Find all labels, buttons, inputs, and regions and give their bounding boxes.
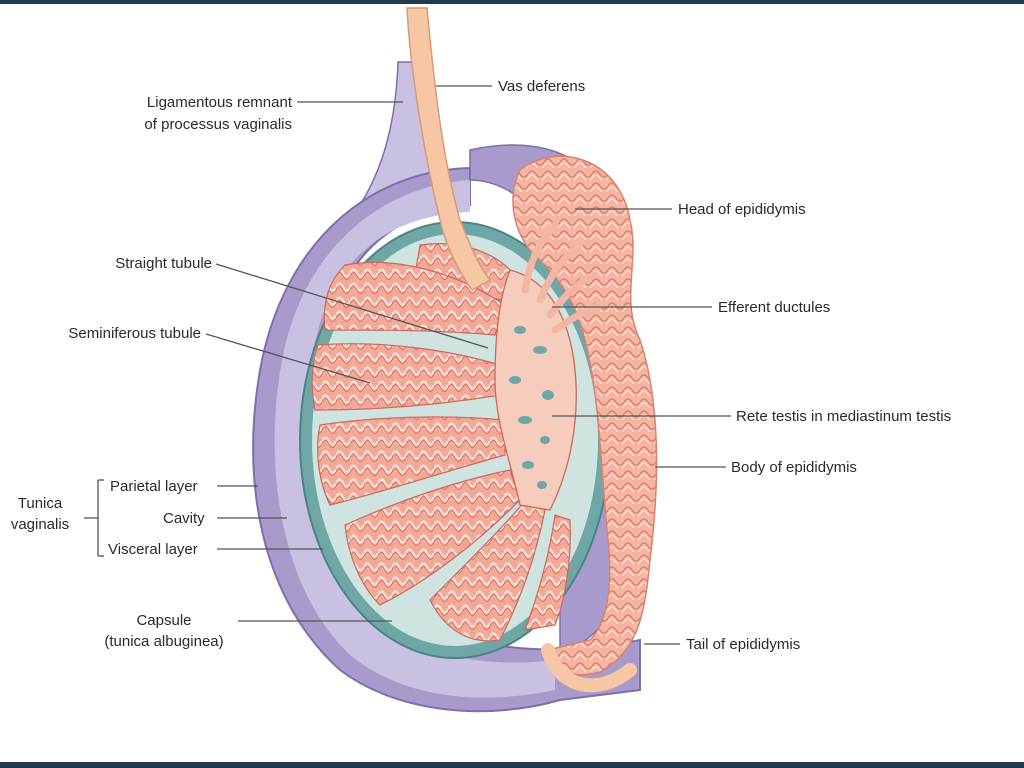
label-capsule-line1: Capsule [136,612,192,629]
epididymis [512,155,658,676]
leader-lines [84,85,731,645]
vas-deferens-tail-loop [541,643,637,693]
vas-deferens [406,7,492,291]
label-seminiferous-tubule: Seminiferous tubule [68,325,201,342]
label-cavity: Cavity [163,510,205,527]
label-vas-deferens: Vas deferens [498,78,586,95]
bottom-frame-bar [0,762,1024,768]
label-tunica-vaginalis-line1: Tunica [17,495,63,512]
label-parietal-layer: Parietal layer [110,478,198,495]
seminiferous-lobules [311,243,571,642]
label-ligamentous-remnant-line1: Ligamentous remnant [146,94,292,111]
label-visceral-layer: Visceral layer [108,541,198,558]
label-capsule-line2: (tunica albuginea) [104,633,224,650]
rete-testis-channels [509,326,554,489]
label-rete-testis: Rete testis in mediastinum testis [736,408,952,425]
label-head-of-epididymis: Head of epididymis [678,201,806,218]
top-frame-bar [0,0,1024,4]
label-straight-tubule: Straight tubule [115,255,212,272]
label-ligamentous-remnant-line2: of processus vaginalis [144,116,292,133]
label-body-of-epididymis: Body of epididymis [731,459,857,476]
label-efferent-ductules: Efferent ductules [718,299,831,316]
label-tunica-vaginalis-line2: vaginalis [10,516,70,533]
label-tail-of-epididymis: Tail of epididymis [686,636,801,653]
